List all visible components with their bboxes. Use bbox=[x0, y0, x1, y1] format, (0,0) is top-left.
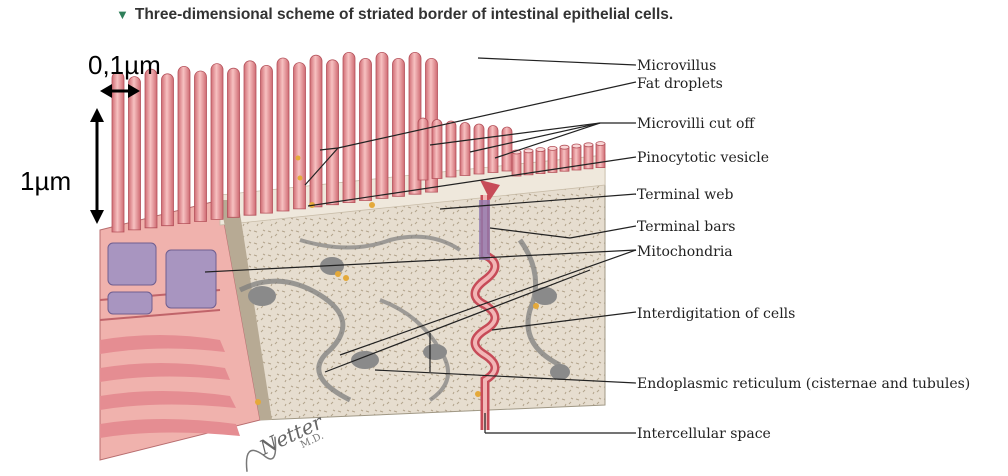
microvillus bbox=[112, 72, 124, 232]
microvillus-cut bbox=[512, 150, 521, 176]
label-microvillus: Microvillus bbox=[637, 58, 716, 74]
label-fat-droplets: Fat droplets bbox=[637, 76, 723, 92]
microvillus bbox=[376, 52, 388, 198]
microvillus bbox=[360, 58, 372, 200]
microvillus-cut bbox=[596, 142, 605, 168]
scale-height-label: 1µm bbox=[20, 166, 71, 196]
label-mitochondria: Mitochondria bbox=[637, 244, 733, 260]
microvillus bbox=[327, 60, 339, 205]
microvillus bbox=[446, 121, 456, 177]
microvillus-cut bbox=[536, 148, 545, 174]
microvillus bbox=[418, 118, 428, 180]
microvillus bbox=[228, 68, 240, 217]
microvillus bbox=[343, 52, 355, 202]
labels: Microvillus Fat droplets Microvilli cut … bbox=[637, 58, 970, 442]
microvillus bbox=[460, 123, 470, 176]
microvillus bbox=[261, 65, 273, 213]
label-terminal-bars: Terminal bars bbox=[637, 219, 735, 235]
label-endoplasmic-reticulum: Endoplasmic reticulum (cisternae and tub… bbox=[637, 376, 970, 392]
microvillus bbox=[432, 120, 442, 179]
label-interdigitation: Interdigitation of cells bbox=[637, 306, 795, 322]
microvillus bbox=[145, 69, 157, 228]
microvillus bbox=[310, 55, 322, 207]
microvillus bbox=[488, 126, 498, 173]
microvillus bbox=[277, 58, 289, 211]
microvillus bbox=[294, 63, 306, 209]
microvillus bbox=[178, 66, 190, 223]
microvillus bbox=[393, 58, 405, 196]
label-intercellular-space: Intercellular space bbox=[637, 426, 771, 442]
microvillus bbox=[129, 77, 141, 230]
microvillus bbox=[244, 61, 256, 215]
microvillus bbox=[162, 74, 174, 226]
microvillus bbox=[195, 71, 207, 222]
label-microvilli-cut-off: Microvilli cut off bbox=[637, 116, 755, 132]
scale-width-label: 0,1µm bbox=[88, 50, 161, 80]
microvillus-cut bbox=[524, 149, 533, 175]
label-terminal-web: Terminal web bbox=[637, 187, 734, 203]
microvillus bbox=[502, 127, 512, 171]
label-pinocytotic-vesicle: Pinocytotic vesicle bbox=[637, 150, 769, 166]
microvillus bbox=[211, 64, 223, 220]
